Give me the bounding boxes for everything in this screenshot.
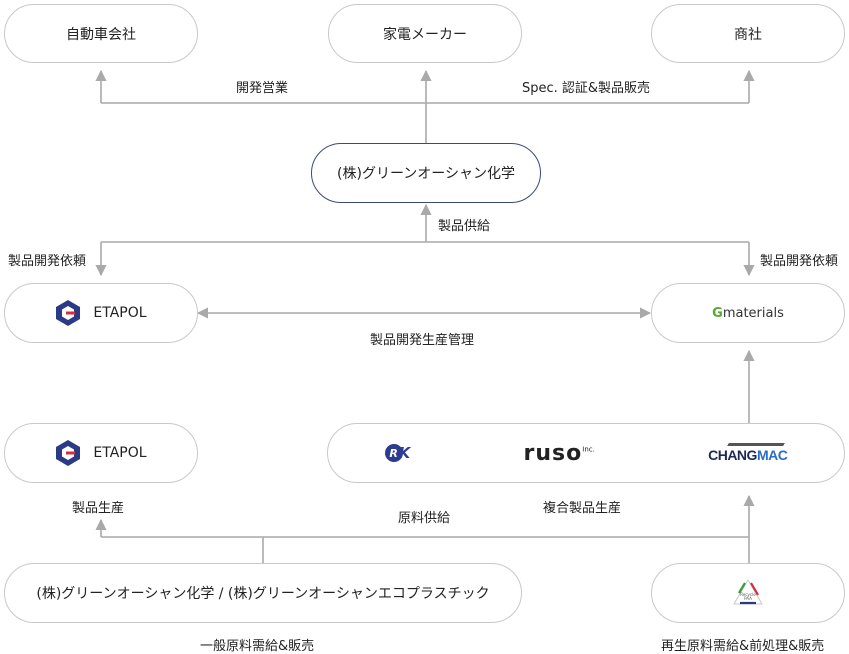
gmaterials-node: Gmaterials [651,283,845,343]
automaker-label: 自動車会社 [66,26,136,43]
green-ocean-chemical-node: (株)グリーンオーシャン化学 [311,143,541,203]
automaker-node: 自動車会社 [4,4,198,63]
ruso-logo: rusoInc. [524,441,595,466]
appliance-maker-node: 家電メーカー [328,4,522,63]
recycle-logo-icon: Recycle PAA [733,579,763,605]
changmac-mac: MAC [756,447,788,463]
rk-logo-r: R [384,444,403,462]
dev-mgmt-label: 製品開発生産管理 [370,333,475,348]
changmac-chang: CHANG [708,447,757,463]
green-ocean-group-node: (株)グリーンオーシャン化学 / (株)グリーンオーシャンエコプラスチック [4,563,522,623]
composite-production-label: 複合製品生産 [543,501,622,516]
svg-text:Recycle: Recycle [740,592,756,597]
dev-request-right-label: 製品開発依頼 [760,254,839,269]
product-supply-label: 製品供給 [438,219,491,234]
dev-sales-label: 開発営業 [236,81,289,96]
green-ocean-group-label: (株)グリーンオーシャン化学 / (株)グリーンオーシャンエコプラスチック [36,586,490,602]
appliance-maker-label: 家電メーカー [383,26,467,43]
recycled-raw-sales-label: 再生原料需給&前処理&販売 [661,639,825,654]
ruso-text: ruso [523,440,583,466]
product-production-label: 製品生産 [72,501,125,516]
rk-logo-k: K [398,444,411,462]
ruso-inc: Inc. [582,445,595,454]
gmaterials-rest: materials [722,305,784,321]
etapol-logo-icon-2 [56,440,81,466]
green-ocean-chemical-label: (株)グリーンオーシャン化学 [337,166,515,182]
etapol-logo-icon [56,300,81,326]
etapol-name: ETAPOL [93,305,147,321]
gmaterials-g: G [712,305,723,321]
trading-company-label: 商社 [734,26,762,43]
dev-request-left-label: 製品開発依頼 [8,254,87,269]
general-raw-sales-label: 一般原料需給&販売 [200,639,315,654]
etapol-production-node: ETAPOL [4,423,198,483]
changmac-logo: CHANGMAC [708,443,788,463]
trading-company-node: 商社 [651,4,845,63]
gmaterials-logo: Gmaterials [712,306,784,321]
spec-sales-label: Spec. 認証&製品販売 [522,81,651,96]
svg-text:PAA: PAA [744,596,752,601]
raw-supply-label: 原料供給 [398,511,451,526]
etapol-node: ETAPOL [4,283,198,343]
etapol-name-2: ETAPOL [93,445,147,461]
recycle-node: Recycle PAA [651,563,845,623]
